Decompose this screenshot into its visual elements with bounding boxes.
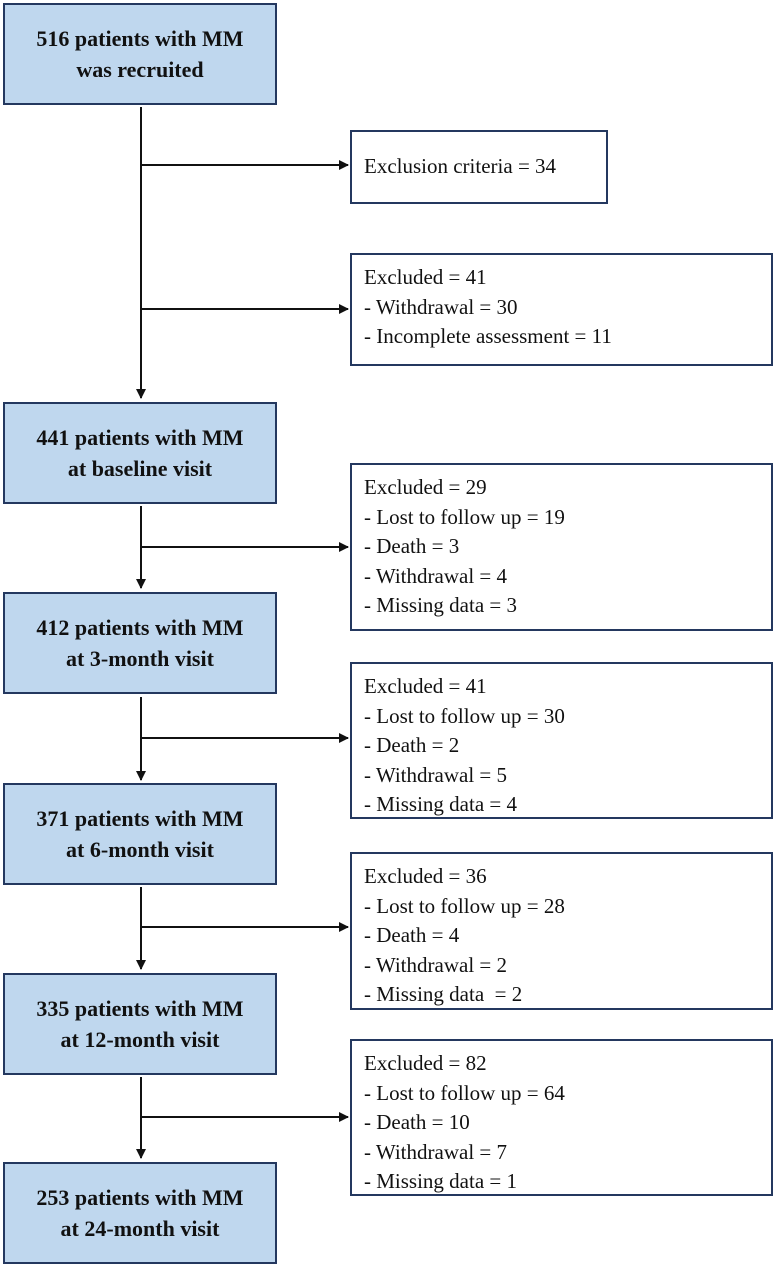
excluded-line: - Lost to follow up = 64 xyxy=(364,1080,565,1105)
excluded-line: - Death = 2 xyxy=(364,733,460,757)
excluded-line: Excluded = 29 xyxy=(364,475,487,499)
stage-box-24-month: 253 patients with MM at 24-month visit xyxy=(3,1162,277,1264)
excluded-line: - Withdrawal = 5 xyxy=(364,762,507,787)
excluded-line: - Lost to follow up = 19 xyxy=(364,504,565,529)
stage-box-12-month: 335 patients with MM at 12-month visit xyxy=(3,973,277,1075)
excluded-line: - Withdrawal = 4 xyxy=(364,563,507,588)
excluded-line: - Incomplete assessment = 11 xyxy=(364,324,612,348)
baseline-excluded-box: Excluded = 29 - Lost to follow up = 19 -… xyxy=(350,463,773,631)
stage-line: 412 patients with MM xyxy=(36,615,244,640)
excluded-line: - Lost to follow up = 30 xyxy=(364,703,565,728)
excluded-line: - Death = 10 xyxy=(364,1110,470,1134)
stage-box-baseline: 441 patients with MM at baseline visit xyxy=(3,402,277,504)
pre-baseline-excluded-box: Excluded = 41 - Withdrawal = 30 - Incomp… xyxy=(350,253,773,366)
excluded-line: - Missing data = 1 xyxy=(364,1169,517,1193)
excluded-line: - Missing data = 3 xyxy=(364,593,517,617)
excluded-line: Excluded = 36 xyxy=(364,864,487,888)
excluded-line: - Death = 4 xyxy=(364,923,460,947)
excluded-line: - Missing data = 2 xyxy=(364,982,523,1006)
exclusion-criteria-text: Exclusion criteria = 34 xyxy=(364,154,557,179)
stage-line: at 6-month visit xyxy=(66,837,214,862)
3-month-excluded-box: Excluded = 41 - Lost to follow up = 30 -… xyxy=(350,662,773,819)
excluded-line: - Withdrawal = 7 xyxy=(364,1139,507,1164)
6-month-excluded-box: Excluded = 36 - Lost to follow up = 28 -… xyxy=(350,852,773,1010)
excluded-line: - Missing data = 4 xyxy=(364,792,517,816)
12-month-excluded-box: Excluded = 82 - Lost to follow up = 64 -… xyxy=(350,1039,773,1196)
stage-line: 371 patients with MM xyxy=(36,806,244,831)
stage-line: 253 patients with MM xyxy=(36,1185,244,1210)
stage-box-6-month: 371 patients with MM at 6-month visit xyxy=(3,783,277,885)
excluded-line: Excluded = 41 xyxy=(364,265,487,289)
stage-line: at 24-month visit xyxy=(60,1216,220,1241)
stage-line: was recruited xyxy=(76,57,204,82)
stage-box-3-month: 412 patients with MM at 3-month visit xyxy=(3,592,277,694)
excluded-line: Excluded = 82 xyxy=(364,1051,487,1075)
stage-line: 516 patients with MM xyxy=(36,26,244,51)
excluded-line: - Withdrawal = 30 xyxy=(364,294,518,319)
exclusion-criteria-box: Exclusion criteria = 34 xyxy=(350,130,608,204)
excluded-line: - Withdrawal = 2 xyxy=(364,952,507,977)
excluded-line: Excluded = 41 xyxy=(364,674,487,698)
excluded-line: - Lost to follow up = 28 xyxy=(364,893,565,918)
stage-line: at 12-month visit xyxy=(60,1027,220,1052)
stage-line: at 3-month visit xyxy=(66,646,214,671)
stage-box-recruited: 516 patients with MM was recruited xyxy=(3,3,277,105)
stage-line: at baseline visit xyxy=(67,456,213,481)
excluded-line: - Death = 3 xyxy=(364,534,460,558)
stage-line: 441 patients with MM xyxy=(36,425,244,450)
stage-line: 335 patients with MM xyxy=(36,996,244,1021)
